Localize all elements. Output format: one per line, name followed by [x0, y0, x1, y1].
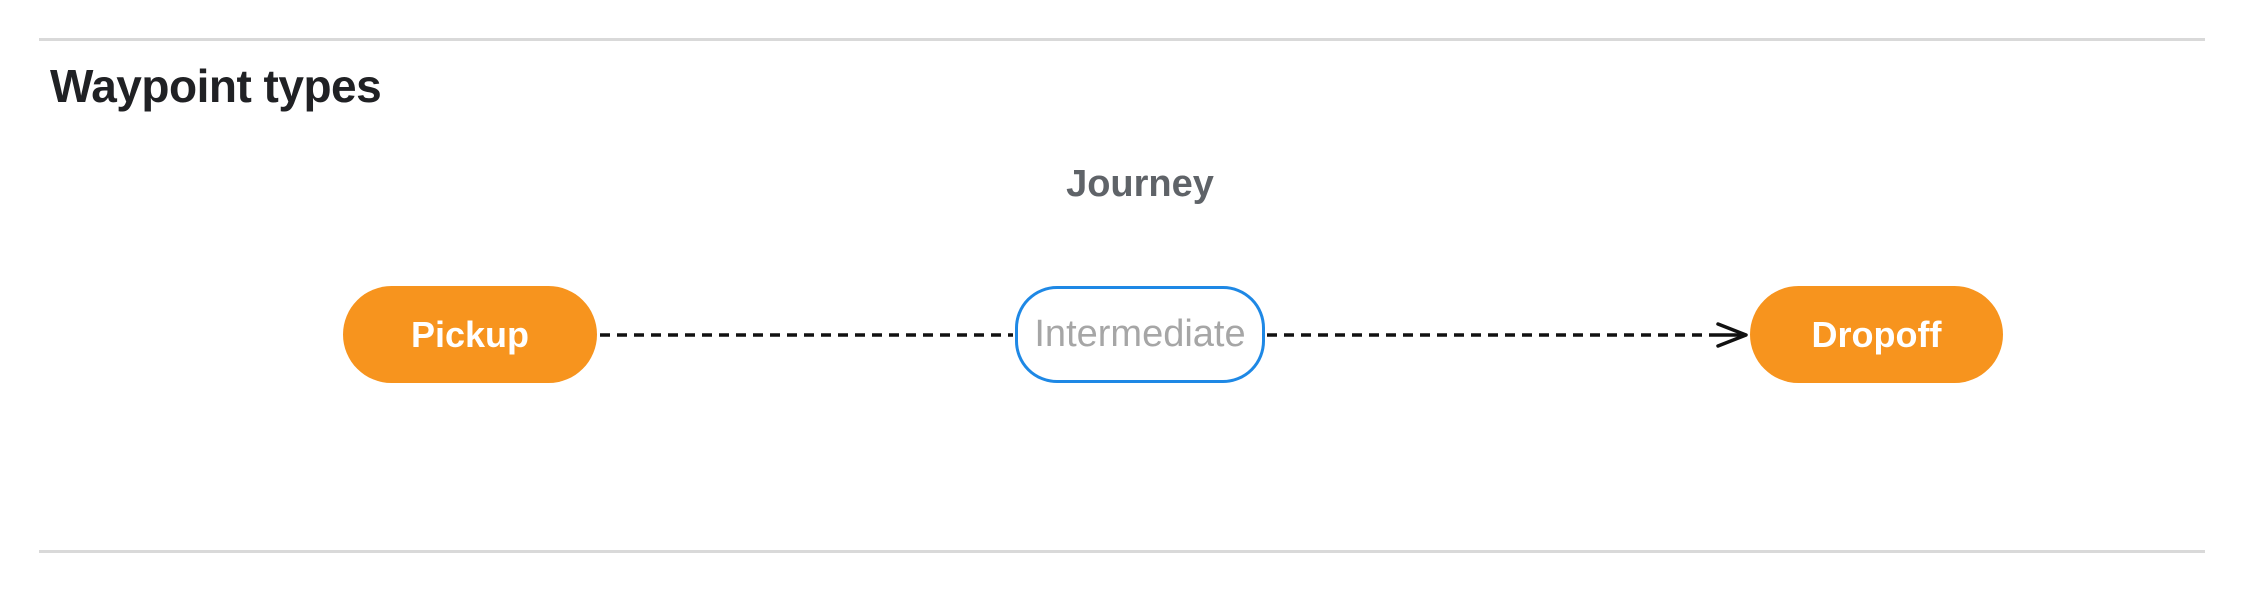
top-divider — [39, 38, 2205, 41]
node-intermediate: Intermediate — [1015, 286, 1265, 383]
node-pickup: Pickup — [343, 286, 597, 383]
bottom-divider — [39, 550, 2205, 553]
arrowhead-icon — [1716, 322, 1748, 348]
node-dropoff-label: Dropoff — [1811, 313, 1942, 355]
section-title: Waypoint types — [50, 60, 382, 112]
journey-label: Journey — [1066, 163, 1214, 205]
node-pickup-label: Pickup — [410, 313, 530, 355]
node-dropoff: Dropoff — [1750, 286, 2003, 383]
node-intermediate-label: Intermediate — [1034, 313, 1246, 355]
